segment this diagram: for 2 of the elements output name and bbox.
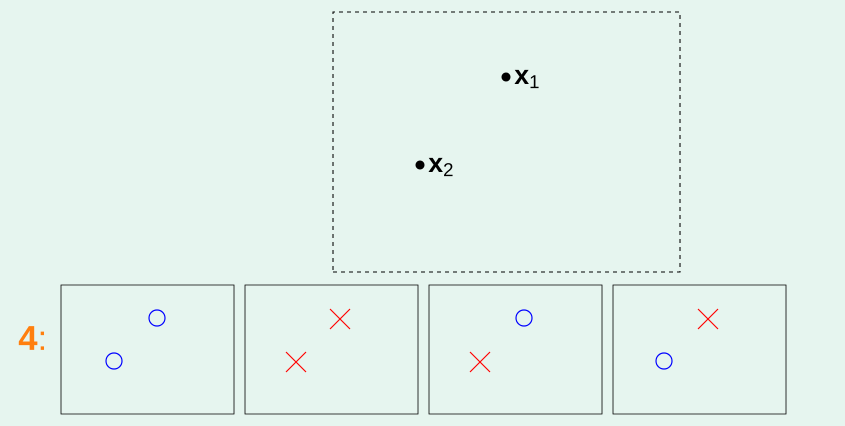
point-label: x$_{1}$ — [514, 70, 539, 88]
point-label: x$_{2}$ — [428, 158, 453, 176]
